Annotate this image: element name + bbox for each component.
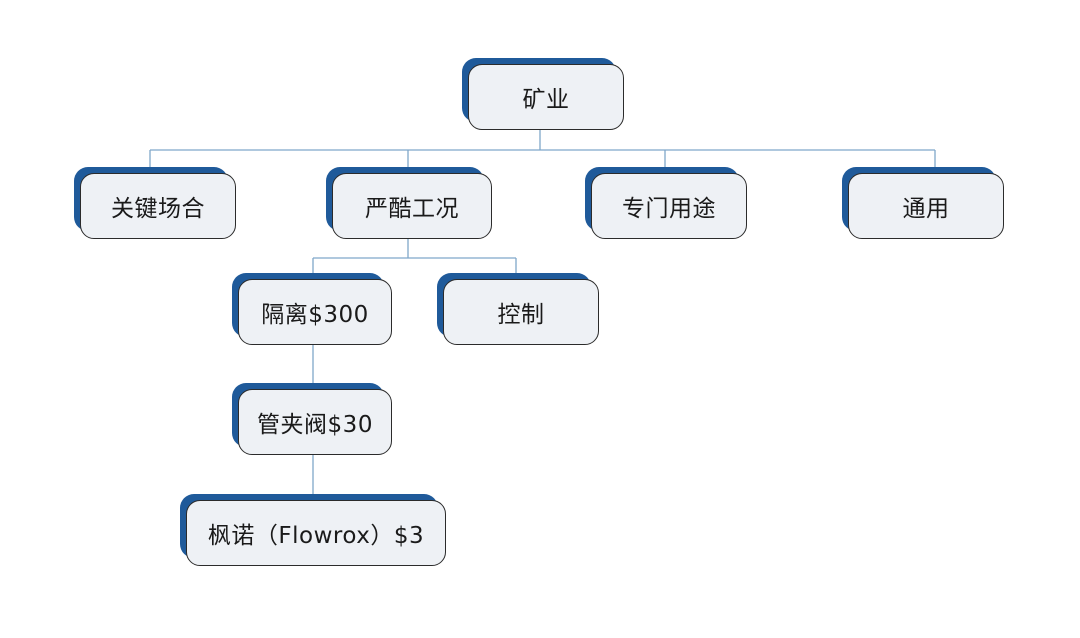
node-critical[interactable]: 关键场合 — [74, 167, 236, 239]
node-special[interactable]: 专门用途 — [585, 167, 747, 239]
node-label: 关键场合 — [80, 173, 236, 239]
node-flowrox[interactable]: 枫诺（Flowrox）$3 — [180, 494, 446, 566]
node-label: 管夹阀$30 — [238, 389, 392, 455]
node-label: 矿业 — [468, 64, 624, 130]
node-label: 通用 — [848, 173, 1004, 239]
node-isolation[interactable]: 隔离$300 — [232, 273, 392, 345]
node-label: 枫诺（Flowrox）$3 — [186, 500, 446, 566]
node-root[interactable]: 矿业 — [462, 58, 624, 130]
node-label: 控制 — [443, 279, 599, 345]
node-harsh[interactable]: 严酷工况 — [326, 167, 492, 239]
node-label: 严酷工况 — [332, 173, 492, 239]
node-label: 专门用途 — [591, 173, 747, 239]
node-control[interactable]: 控制 — [437, 273, 599, 345]
node-pinch-valve[interactable]: 管夹阀$30 — [232, 383, 392, 455]
node-label: 隔离$300 — [238, 279, 392, 345]
node-general[interactable]: 通用 — [842, 167, 1004, 239]
